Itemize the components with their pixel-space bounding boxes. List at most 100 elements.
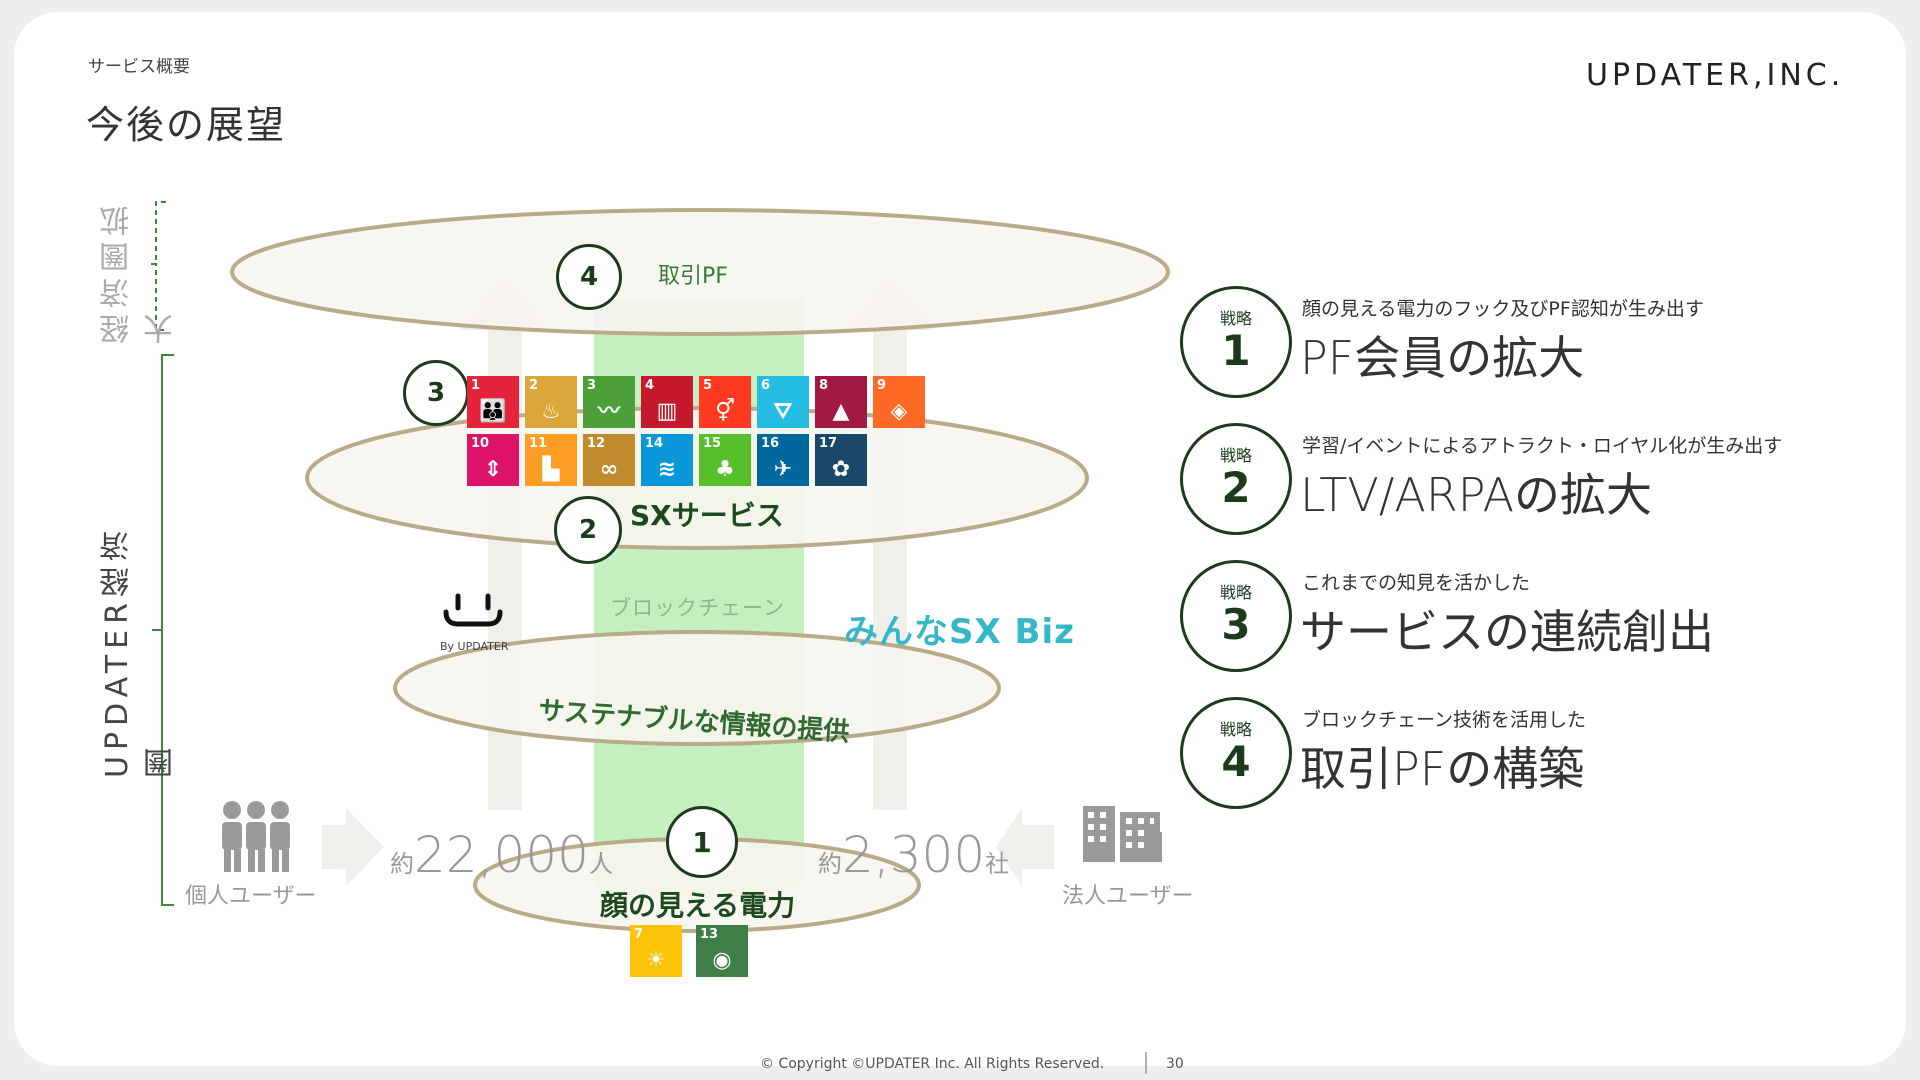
strategy-tag: 戦略 — [1219, 583, 1252, 602]
bowl-icon: ♨ — [541, 399, 561, 424]
sdg-tile: 9◈ — [873, 376, 925, 428]
slide — [14, 12, 1906, 1066]
gender-icon: ⚥ — [715, 399, 735, 424]
strategy-tag: 戦略 — [1219, 446, 1252, 465]
strategy-title: 取引PFの構築 — [1300, 742, 1585, 796]
sdg-tile: 16 ✈ — [757, 434, 809, 486]
individual-user-label: 個人ユーザー — [185, 884, 317, 909]
individual-user-count: 約22,000人 — [390, 826, 613, 884]
copyright-text: © Copyright ©UPDATER Inc. All Rights Res… — [760, 1056, 1105, 1072]
sdg-tile: 15 ♣ — [699, 434, 751, 486]
sdg-number: 9 — [877, 378, 887, 393]
sdg-row-2: 10 ⇕ 11 ▙ 12 ∞ 14 ≋ 15 ♣ 16 ✈ 17 ✿ — [467, 434, 877, 486]
layer-sustainable-info — [393, 630, 1001, 746]
page-title: 今後の展望 — [86, 103, 287, 147]
infinity-icon: ∞ — [599, 457, 619, 482]
sdg-tile: 8▲ — [815, 376, 867, 428]
layer-1-label: 顔の見える電力 — [600, 889, 796, 922]
sdg-tile: 5⚥ — [699, 376, 751, 428]
fish-icon: ≋ — [657, 457, 677, 482]
strategy-number: 4 — [1221, 737, 1251, 786]
sdg-tile: 3〰 — [583, 376, 635, 428]
layer-2-number: 2 — [554, 496, 622, 564]
strategy-number: 3 — [1221, 600, 1251, 649]
layer-4-label: 取引PF — [658, 264, 728, 289]
water-icon: ⛛ — [773, 399, 793, 424]
label-economic-expansion: 経済圏拡大 — [100, 200, 179, 344]
heartbeat-icon: 〰 — [597, 399, 620, 424]
sdg-tile: 13◉ — [696, 925, 748, 977]
sdg-number: 11 — [529, 436, 548, 451]
label-updater-economy: UPDATER経済圏 — [100, 525, 179, 778]
sun-icon: ☀ — [646, 948, 666, 973]
individual-prefix: 約 — [390, 850, 414, 878]
corporate-unit: 社 — [985, 850, 1010, 878]
corporate-count: 2,300 — [842, 826, 986, 884]
sdg-tile: 1👪 — [467, 376, 519, 428]
minna-sx-biz-logo: みんなSX Biz — [844, 612, 1075, 652]
sdg-number: 6 — [761, 378, 771, 393]
strategy-subtitle: ブロックチェーン技術を活用した — [1302, 709, 1587, 731]
updater-smiley-logo — [443, 593, 503, 627]
strategy-title: PF会員の拡大 — [1300, 331, 1585, 385]
sdg-tile: 6⛛ — [757, 376, 809, 428]
building-icon — [1083, 806, 1162, 862]
sdg-tile: 4▥ — [641, 376, 693, 428]
tree-icon: ♣ — [715, 457, 735, 482]
cubes-icon: ◈ — [890, 399, 908, 424]
sdg-tile: 17 ✿ — [815, 434, 867, 486]
section-label: サービス概要 — [88, 57, 190, 77]
sdg-row-1: 1👪2♨3〰4▥5⚥6⛛8▲9◈ — [467, 376, 927, 428]
sdg-number: 4 — [645, 378, 655, 393]
sdg-number: 15 — [703, 436, 722, 451]
sdg-number: 3 — [587, 378, 597, 393]
sdg-number: 2 — [529, 378, 539, 393]
growth-icon: ▲ — [832, 399, 850, 424]
sdg-tile: 7☀ — [630, 925, 682, 977]
sdg-tile: 12 ∞ — [583, 434, 635, 486]
sdg-number: 7 — [634, 927, 644, 942]
individual-count: 22,000 — [414, 826, 589, 884]
sdg-row-3: 7☀ 13◉ — [630, 925, 750, 977]
sdg-tile: 2♨ — [525, 376, 577, 428]
page-number: 30 — [1166, 1056, 1184, 1072]
blockchain-label: ブロックチェーン — [610, 596, 785, 620]
layer-4-number: 4 — [556, 244, 622, 310]
sdg-number: 1 — [471, 378, 481, 393]
layer-trading-pf — [230, 208, 1170, 336]
strategy-title: サービスの連続創出 — [1300, 605, 1714, 659]
people-icon: 👪 — [479, 399, 507, 424]
bracket-economy — [152, 354, 174, 906]
sdg-number: 8 — [819, 378, 829, 393]
book-icon: ▥ — [656, 399, 678, 424]
strategy-subtitle: これまでの知見を活かした — [1302, 572, 1531, 594]
sdg-tile: 10 ⇕ — [467, 434, 519, 486]
sdg-number: 14 — [645, 436, 664, 451]
city-icon: ▙ — [542, 457, 560, 482]
bracket-expansion — [150, 201, 166, 331]
layer-2-label: SXサービス — [630, 499, 784, 532]
equal-icon: ⇕ — [483, 457, 503, 482]
strategy-number: 2 — [1221, 463, 1251, 512]
corporate-user-label: 法人ユーザー — [1062, 884, 1194, 909]
sdg-number: 12 — [587, 436, 606, 451]
right-horizontal-arrow — [996, 808, 1054, 886]
strategy-subtitle: 学習/イベントによるアトラクト・ロイヤル化が生み出す — [1302, 435, 1783, 457]
flower-icon: ✿ — [831, 457, 851, 482]
sdg-number: 10 — [471, 436, 490, 451]
sdg-tile: 11 ▙ — [525, 434, 577, 486]
eye-icon: ◉ — [712, 948, 732, 973]
updater-small-logo-text: By UPDATER — [440, 640, 509, 653]
dove-icon: ✈ — [773, 457, 793, 482]
sdg-number: 16 — [761, 436, 780, 451]
strategy-title: LTV/ARPAの拡大 — [1300, 468, 1653, 522]
sdg-number: 17 — [819, 436, 838, 451]
sdg-number: 5 — [703, 378, 713, 393]
sdg-tile: 14 ≋ — [641, 434, 693, 486]
strategy-number: 1 — [1221, 326, 1251, 375]
